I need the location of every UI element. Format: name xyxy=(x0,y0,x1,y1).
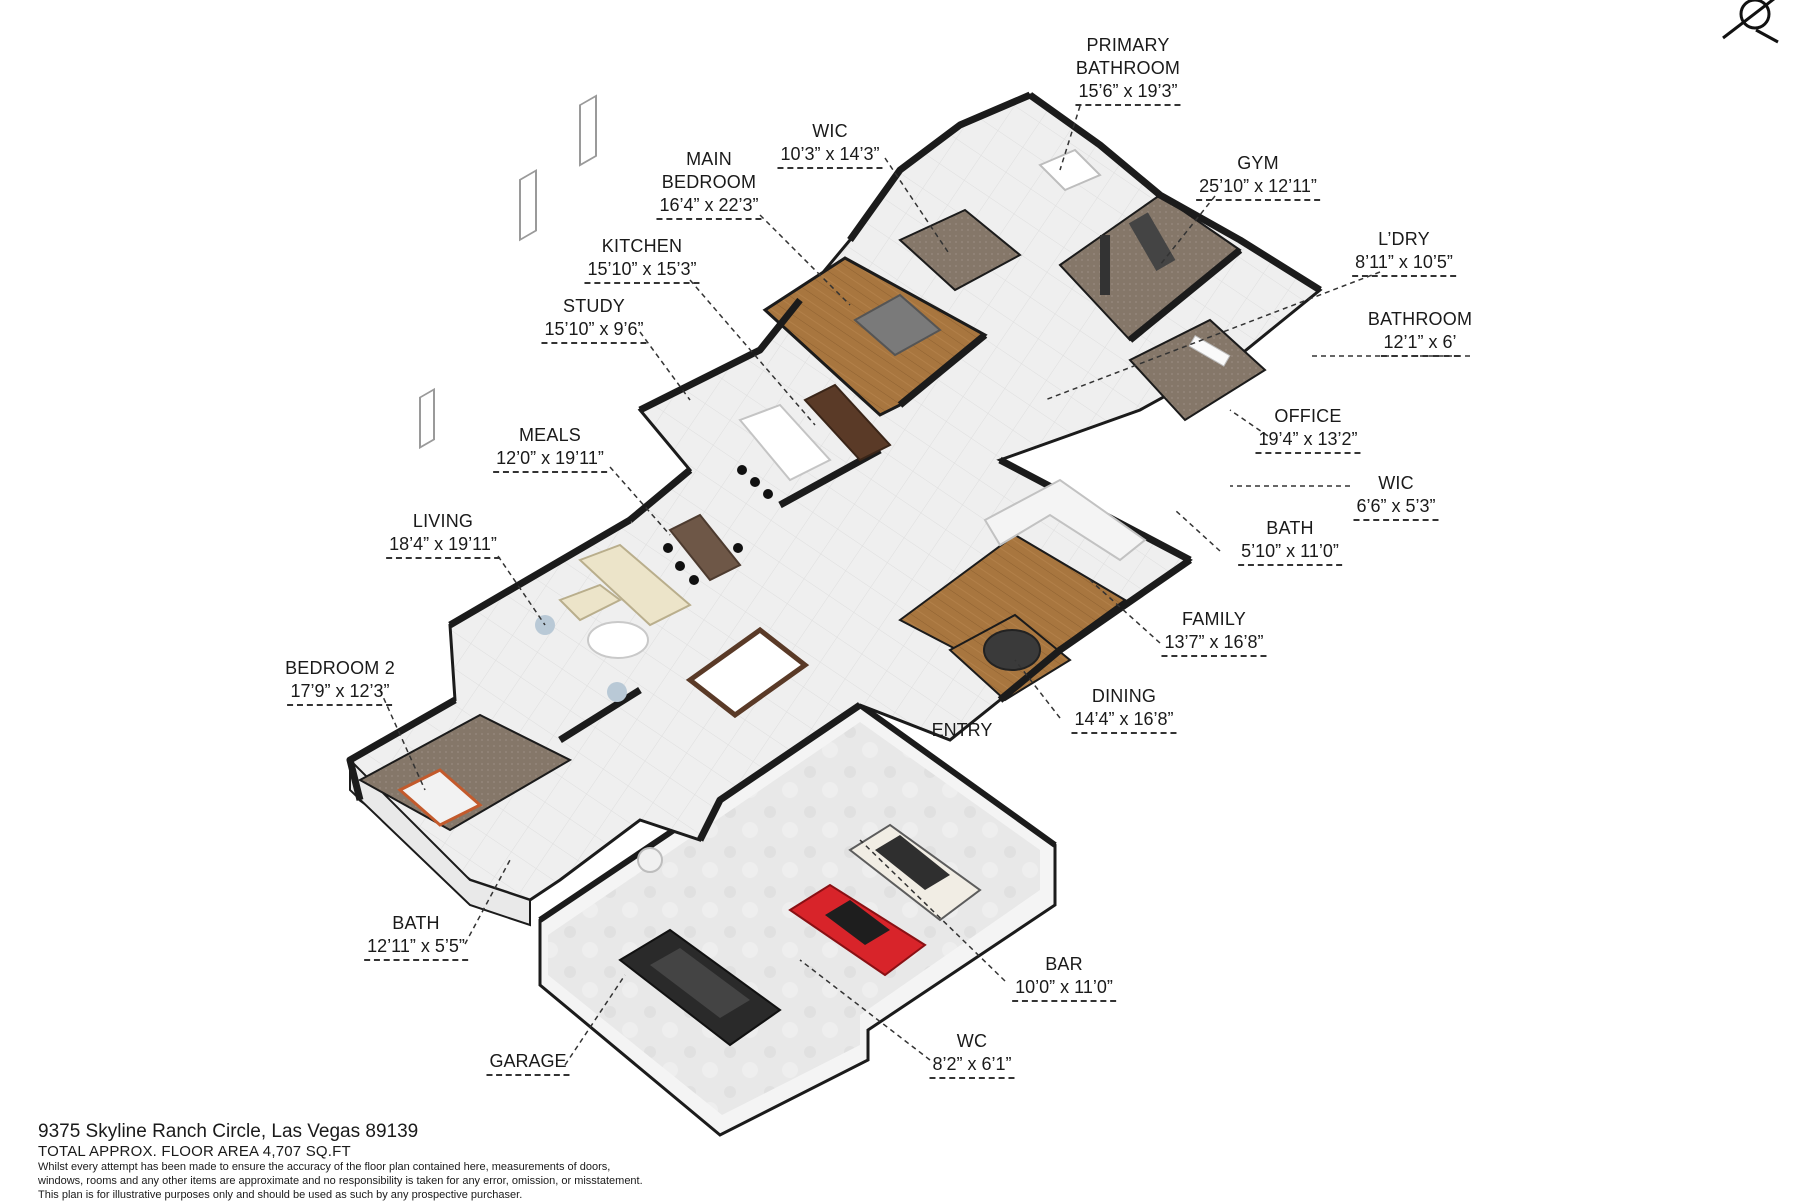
dims-main-bedroom: 16’4” x 22’3” xyxy=(656,194,762,220)
dims-office: 19’4” x 13’2” xyxy=(1255,428,1361,454)
dims-bedroom2: 17’9” x 12’3” xyxy=(287,680,393,706)
wic-main-floor xyxy=(898,208,1022,292)
bedroom2-bed xyxy=(397,768,483,827)
car-white xyxy=(848,823,982,922)
kitchen-counter xyxy=(803,383,892,462)
label-wic-small: WIC 6’6” x 5’3” xyxy=(1353,472,1439,521)
dims-laundry: 8’11” x 10’5” xyxy=(1352,251,1456,277)
car-black xyxy=(618,928,782,1047)
label-bath-center: BATH 5’10” x 11’0” xyxy=(1238,517,1342,566)
label-entry: ENTRY xyxy=(931,720,993,740)
label-wic-main: WIC 10’3” x 14’3” xyxy=(777,120,883,169)
label-kitchen: KITCHEN 15’10” x 15’3” xyxy=(584,235,700,284)
dims-kitchen: 15’10” x 15’3” xyxy=(584,258,700,284)
garage-water-heater xyxy=(637,847,663,873)
dims-study: 15’10” x 9’6” xyxy=(541,318,647,344)
label-bedroom2: BEDROOM 2 17’9” x 12’3” xyxy=(285,657,395,706)
dims-bath-left: 12’11” x 5’5” xyxy=(364,935,468,961)
label-office: OFFICE 19’4” x 13’2” xyxy=(1255,405,1361,454)
living-coffee-table xyxy=(587,621,649,659)
dims-dining: 14’4” x 16’8” xyxy=(1071,708,1177,734)
left-wall-face xyxy=(349,757,531,927)
leader-lines xyxy=(379,105,1470,1066)
label-meals: MEALS 12’0” x 19’11” xyxy=(493,424,607,473)
footer: 9375 Skyline Ranch Circle, Las Vegas 891… xyxy=(38,1121,798,1202)
living-chair xyxy=(607,682,627,702)
label-wc: WC 8’2” x 6’1” xyxy=(929,1030,1015,1079)
label-bar: BAR 10’0” x 11’0” xyxy=(1012,953,1116,1002)
total-floor-area: TOTAL APPROX. FLOOR AREA 4,707 SQ.FT xyxy=(38,1143,351,1160)
gym-treadmill xyxy=(1128,212,1176,271)
disclaimer-line-1: Whilst every attempt has been made to en… xyxy=(38,1161,611,1173)
label-bathroom: BATHROOM 12’1” x 6’ xyxy=(1368,308,1472,357)
label-living: LIVING 18’4” x 19’11” xyxy=(386,510,500,559)
dims-meals: 12’0” x 19’11” xyxy=(493,447,607,473)
garage-floor xyxy=(548,722,1040,1115)
family-sofa xyxy=(983,478,1147,562)
north-arrow-icon xyxy=(1722,0,1779,44)
office-floor xyxy=(1128,318,1267,422)
label-primary-bathroom: PRIMARY BATHROOM 15’6” x 19’3” xyxy=(1075,34,1181,106)
label-bath-left: BATH 12’11” x 5’5” xyxy=(364,912,468,961)
disclaimer-line-2: windows, rooms and any other items are a… xyxy=(38,1175,643,1187)
dims-primary-bathroom: 15’6” x 19’3” xyxy=(1075,80,1181,106)
label-gym: GYM 25’10” x 12’11” xyxy=(1196,152,1320,201)
dims-bath-center: 5’10” x 11’0” xyxy=(1238,540,1342,566)
label-study: STUDY 15’10” x 9’6” xyxy=(541,295,647,344)
primary-tub xyxy=(1038,148,1102,192)
dims-wc: 8’2” x 6’1” xyxy=(929,1053,1015,1079)
disclaimer-line-3: This plan is for illustrative purposes o… xyxy=(38,1189,523,1201)
gym-rack xyxy=(1100,235,1110,295)
label-laundry: L’DRY 8’11” x 10’5” xyxy=(1352,228,1456,277)
windows xyxy=(419,94,597,450)
office-desk xyxy=(1188,334,1231,367)
dims-living: 18’4” x 19’11” xyxy=(386,533,500,559)
dims-family: 13’7” x 16’8” xyxy=(1161,631,1267,657)
label-garage: GARAGE xyxy=(486,1050,570,1076)
kitchen-island xyxy=(737,403,832,499)
dims-bar: 10’0” x 11’0” xyxy=(1012,976,1116,1002)
main-bedroom-bed xyxy=(853,293,942,357)
dims-gym: 25’10” x 12’11” xyxy=(1196,175,1320,201)
label-main-bedroom: MAIN BEDROOM 16’4” x 22’3” xyxy=(656,148,762,220)
address: 9375 Skyline Ranch Circle, Las Vegas 891… xyxy=(38,1121,419,1142)
dining-table xyxy=(983,629,1041,671)
label-dining: DINING 14’4” x 16’8” xyxy=(1071,685,1177,734)
dims-wic-main: 10’3” x 14’3” xyxy=(777,143,883,169)
living-sofa xyxy=(558,543,692,627)
dims-wic-small: 6’6” x 5’3” xyxy=(1353,495,1439,521)
bar-counter xyxy=(685,626,810,719)
car-red xyxy=(788,883,927,977)
label-family: FAMILY 13’7” x 16’8” xyxy=(1161,608,1267,657)
dims-bathroom: 12’1” x 6’ xyxy=(1380,331,1460,357)
meals-table xyxy=(663,513,743,585)
